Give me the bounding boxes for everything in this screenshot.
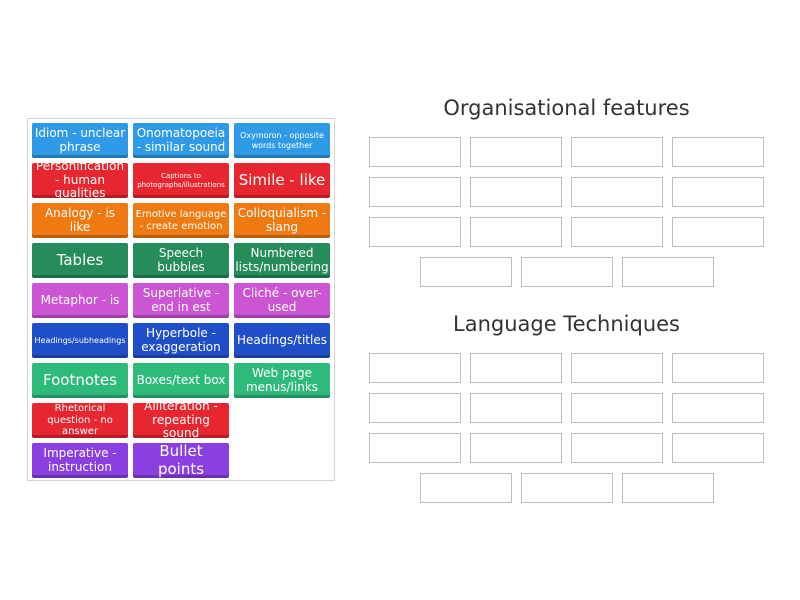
- tile-label: Web page menus/links: [245, 365, 319, 394]
- tile[interactable]: Personification - human qualities: [32, 163, 128, 198]
- tile-label: Idiom - unclear phrase: [34, 125, 126, 154]
- tile-label: Colloquialism - slang: [237, 205, 327, 234]
- drop-slot[interactable]: [369, 393, 461, 423]
- drop-slot[interactable]: [622, 257, 714, 287]
- drop-slot[interactable]: [571, 177, 663, 207]
- tile-label: Headings/subheadings: [34, 335, 126, 345]
- tile[interactable]: Boxes/text box: [133, 363, 229, 398]
- drop-slot[interactable]: [571, 393, 663, 423]
- drop-slot[interactable]: [672, 137, 764, 167]
- tile[interactable]: Tables: [32, 243, 128, 278]
- tile-label: Personification - human qualities: [35, 163, 125, 198]
- tile-label: Rhetorical question - no answer: [47, 403, 113, 438]
- tile-label: Cliché - over-used: [242, 285, 322, 314]
- drop-slot[interactable]: [521, 473, 613, 503]
- tile[interactable]: Analogy - is like: [32, 203, 128, 238]
- tile-label: Boxes/text box: [136, 372, 226, 387]
- drop-slot[interactable]: [571, 217, 663, 247]
- tile-label: Analogy - is like: [44, 205, 116, 234]
- drop-slot[interactable]: [470, 137, 562, 167]
- drop-slot[interactable]: [672, 393, 764, 423]
- tile[interactable]: Idiom - unclear phrase: [32, 123, 128, 158]
- drop-slot[interactable]: [369, 433, 461, 463]
- tile-label: Footnotes: [43, 370, 117, 389]
- tile-label: Alliteration - repeating sound: [144, 403, 218, 438]
- tile-label: Simile - like: [238, 170, 326, 189]
- drop-slot[interactable]: [672, 217, 764, 247]
- tile[interactable]: Hyperbole - exaggeration: [133, 323, 229, 358]
- tile-label: Bullet points: [157, 443, 205, 478]
- drop-slot[interactable]: [369, 177, 461, 207]
- tile[interactable]: Numbered lists/numbering: [234, 243, 330, 278]
- tile-label: Captions to photographs/illustrations: [137, 172, 225, 189]
- tile-label: Headings/titles: [237, 332, 327, 347]
- drop-slot[interactable]: [571, 137, 663, 167]
- tile[interactable]: Oxymoron - opposite words together: [234, 123, 330, 158]
- tile-label: Numbered lists/numbering: [235, 245, 329, 274]
- tile[interactable]: Footnotes: [32, 363, 128, 398]
- drop-slot[interactable]: [571, 433, 663, 463]
- tile[interactable]: Rhetorical question - no answer: [32, 403, 128, 438]
- tile[interactable]: Cliché - over-used: [234, 283, 330, 318]
- tile[interactable]: Imperative - instruction: [32, 443, 128, 478]
- tile-label: Onomatopoeia - similar sound: [136, 125, 226, 154]
- drop-slot[interactable]: [369, 217, 461, 247]
- tile[interactable]: Superlative - end in est: [133, 283, 229, 318]
- drop-slot[interactable]: [369, 353, 461, 383]
- tile-label: Tables: [56, 250, 104, 269]
- drop-slot[interactable]: [622, 473, 714, 503]
- drop-slot[interactable]: [571, 353, 663, 383]
- tile-label: Metaphor - is: [40, 292, 120, 307]
- drop-slot[interactable]: [420, 257, 512, 287]
- tile[interactable]: Colloquialism - slang: [234, 203, 330, 238]
- tile-label: Hyperbole - exaggeration: [141, 325, 221, 354]
- tile[interactable]: Headings/titles: [234, 323, 330, 358]
- tile[interactable]: Bullet points: [133, 443, 229, 478]
- drop-slot[interactable]: [672, 177, 764, 207]
- tile[interactable]: Headings/subheadings: [32, 323, 128, 358]
- tile[interactable]: Metaphor - is: [32, 283, 128, 318]
- tile-label: Speech bubbles: [157, 245, 205, 274]
- drop-slot[interactable]: [672, 353, 764, 383]
- tile-label: Superlative - end in est: [142, 285, 220, 314]
- drop-slot[interactable]: [420, 473, 512, 503]
- drop-slot[interactable]: [369, 137, 461, 167]
- tile-label: Imperative - instruction: [43, 445, 117, 474]
- tile-label: Oxymoron - opposite words together: [240, 131, 324, 150]
- drop-slot[interactable]: [521, 257, 613, 287]
- tile[interactable]: Alliteration - repeating sound: [133, 403, 229, 438]
- group-title: Organisational features: [443, 96, 690, 120]
- drop-slot[interactable]: [470, 393, 562, 423]
- drop-slot[interactable]: [470, 217, 562, 247]
- tile[interactable]: Simile - like: [234, 163, 330, 198]
- drop-slot[interactable]: [470, 177, 562, 207]
- drop-slot[interactable]: [470, 353, 562, 383]
- tile-label: Emotive language - create emotion: [135, 209, 227, 232]
- tile[interactable]: Speech bubbles: [133, 243, 229, 278]
- tile[interactable]: Web page menus/links: [234, 363, 330, 398]
- tile[interactable]: Onomatopoeia - similar sound: [133, 123, 229, 158]
- tile[interactable]: Captions to photographs/illustrations: [133, 163, 229, 198]
- group-title: Language Techniques: [453, 312, 680, 336]
- drop-slot[interactable]: [470, 433, 562, 463]
- tile[interactable]: Emotive language - create emotion: [133, 203, 229, 238]
- drop-slot[interactable]: [672, 433, 764, 463]
